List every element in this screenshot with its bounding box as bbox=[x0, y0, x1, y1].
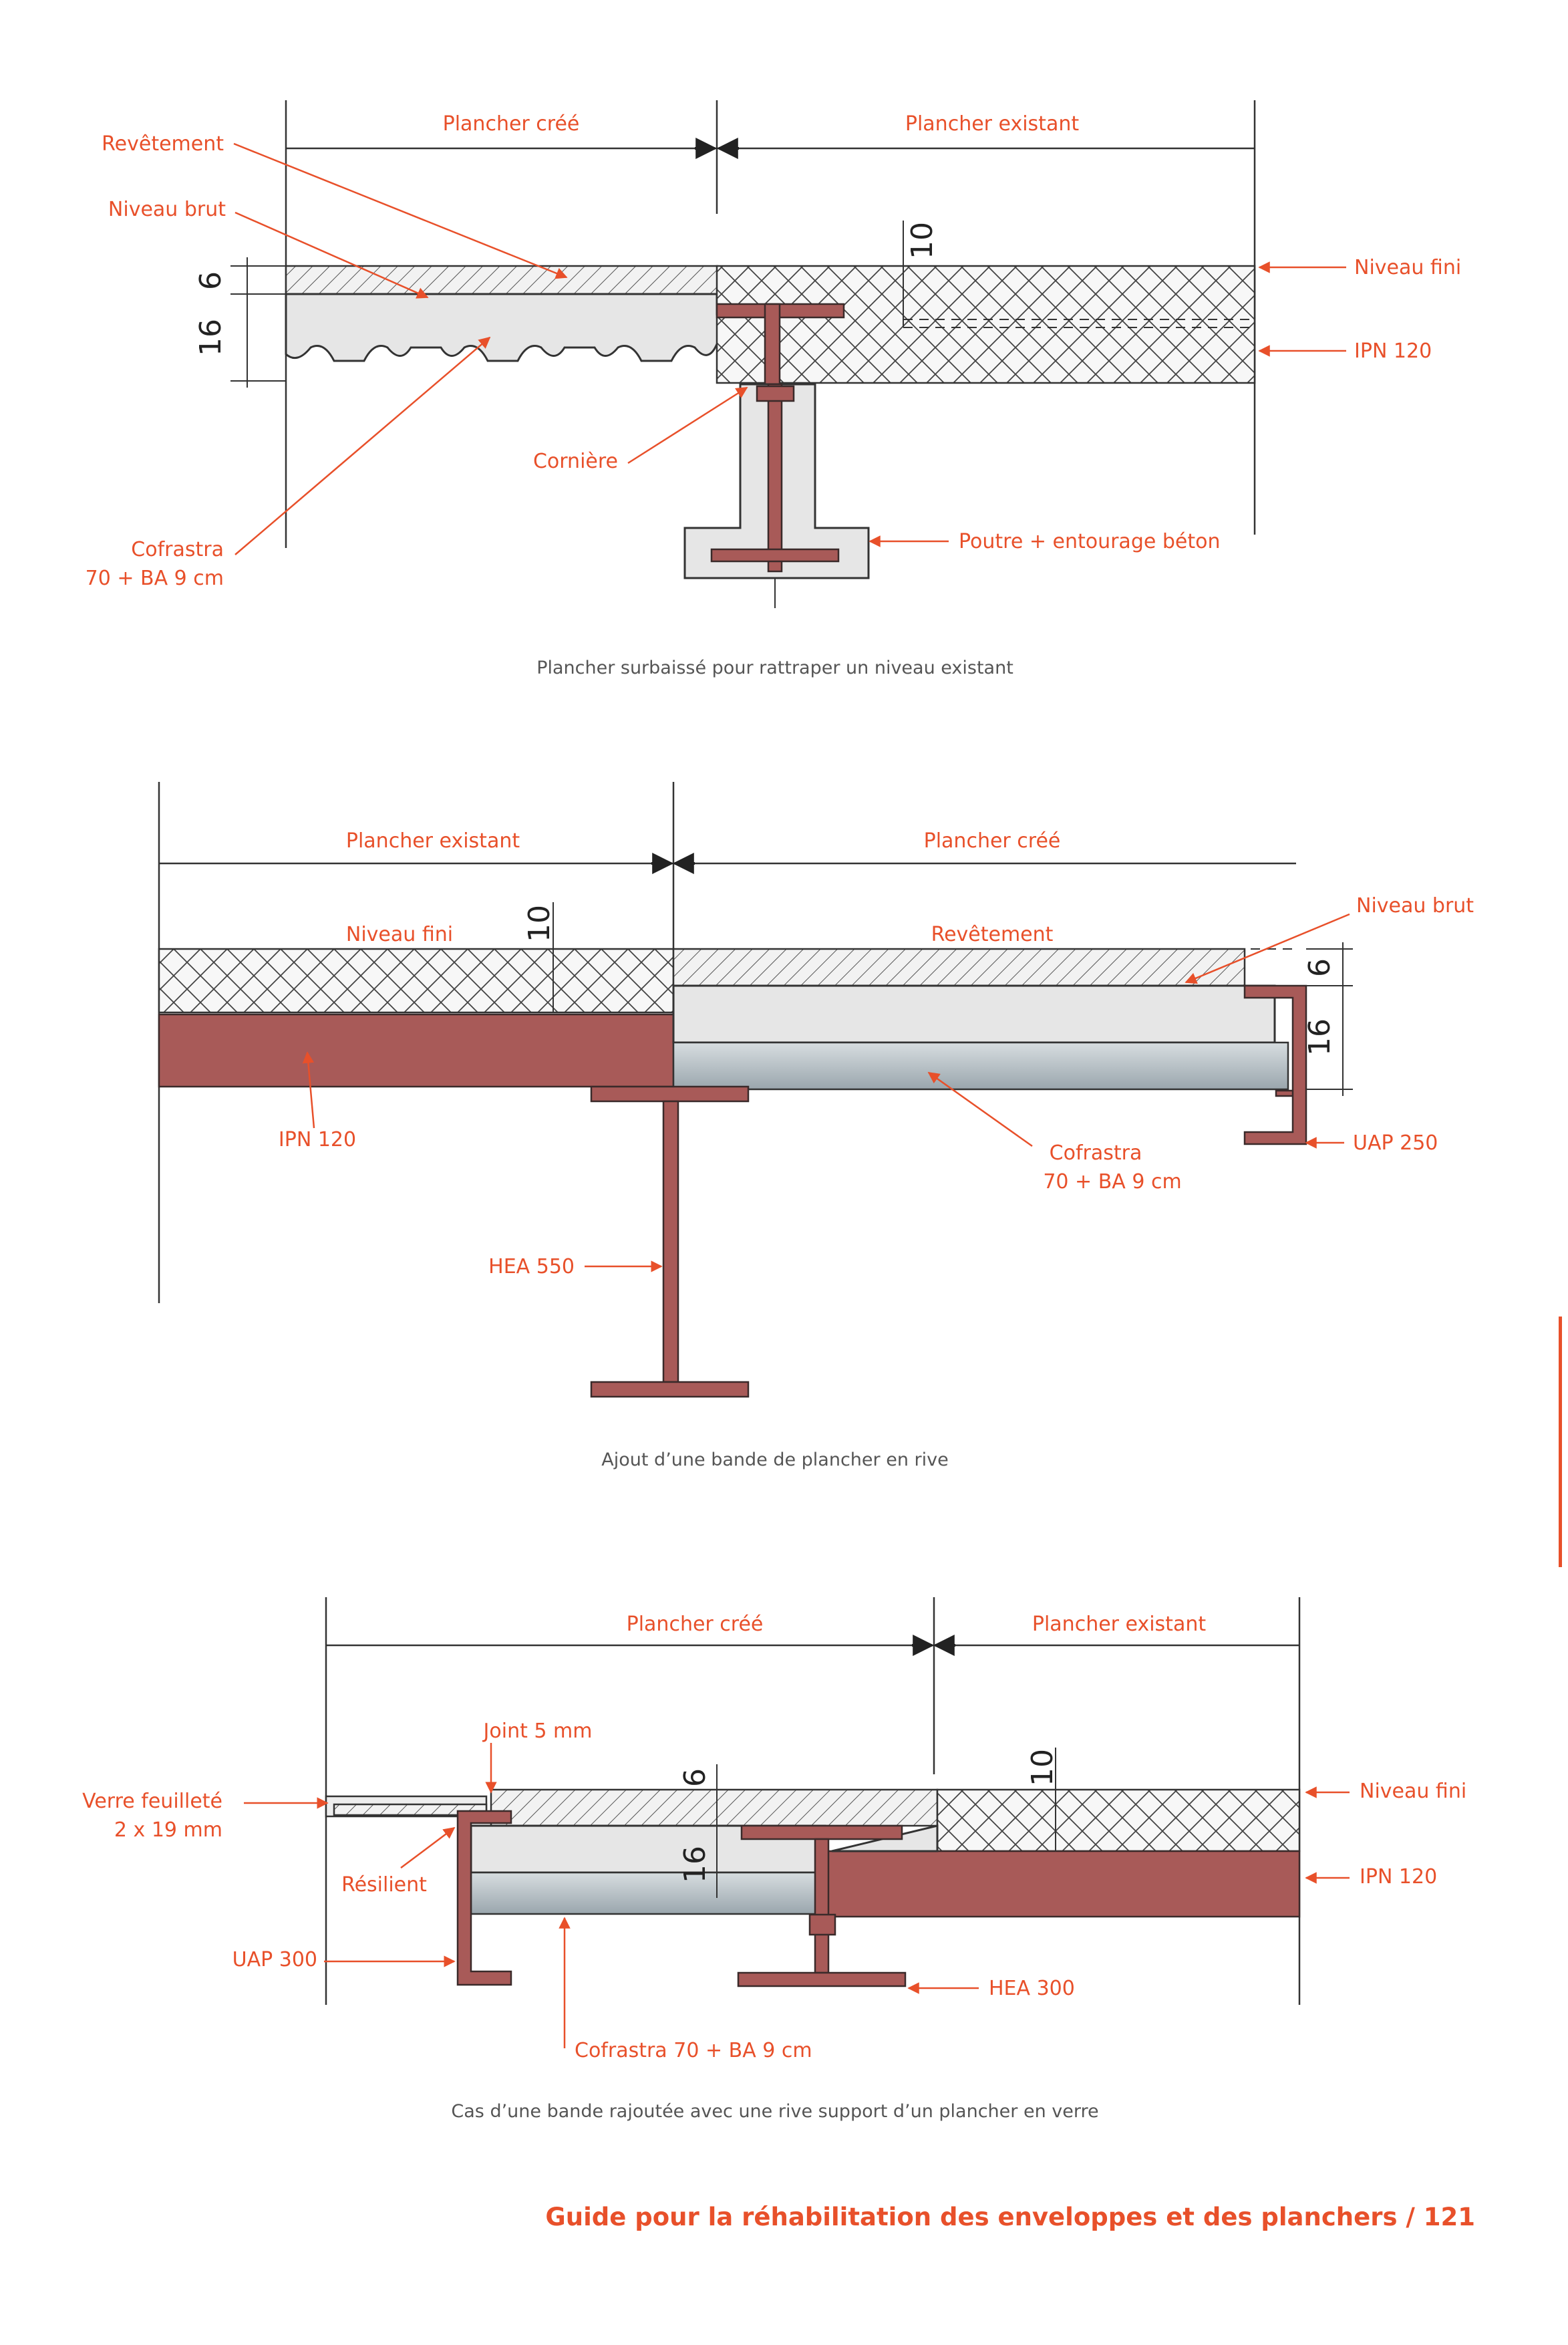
caption-1: Plancher surbaissé pour rattraper un niv… bbox=[536, 658, 1013, 678]
label-ipn-1: IPN 120 bbox=[1354, 339, 1432, 363]
label-poutre-1: Poutre + entourage béton bbox=[959, 530, 1220, 553]
footer-separator: / bbox=[1406, 2203, 1415, 2231]
label-uap-3: UAP 300 bbox=[232, 1948, 317, 1971]
label-left-span-3: Plancher créé bbox=[627, 1613, 764, 1636]
footer-page-number: 121 bbox=[1424, 2203, 1475, 2231]
label-cofrastra-2a: Cofrastra bbox=[1050, 1141, 1142, 1165]
caption-2: Ajout d’une bande de plancher en rive bbox=[601, 1450, 948, 1470]
label-ipn-3: IPN 120 bbox=[1360, 1865, 1437, 1889]
label-right-span-3: Plancher existant bbox=[1032, 1613, 1206, 1636]
label-niveau-fini-1: Niveau fini bbox=[1354, 256, 1461, 279]
label-niveau-fini-3: Niveau fini bbox=[1360, 1780, 1466, 1803]
label-verre-3b: 2 x 19 mm bbox=[114, 1818, 222, 1842]
label-uap-2: UAP 250 bbox=[1353, 1131, 1438, 1155]
label-hea-2: HEA 550 bbox=[488, 1255, 575, 1278]
label-revetement-2: Revêtement bbox=[931, 923, 1054, 946]
dim-16-1: 16 bbox=[194, 319, 228, 356]
label-left-span-2: Plancher existant bbox=[346, 829, 520, 853]
label-resilient-3: Résilient bbox=[341, 1873, 427, 1897]
label-cofrastra-2b: 70 + BA 9 cm bbox=[1043, 1170, 1181, 1194]
concrete-slab-2 bbox=[672, 984, 1276, 1044]
footer-line: Guide pour la réhabilitation des envelop… bbox=[545, 2203, 1475, 2231]
diagram-2: 10 6 16 Plancher existant Plancher créé … bbox=[158, 782, 1474, 1470]
side-tab-marker bbox=[1559, 1317, 1562, 1567]
diagram-3: 6 16 10 Plancher créé Plancher existant … bbox=[82, 1597, 1466, 2122]
cofrastra-3 bbox=[470, 1871, 826, 1915]
hea-550-2 bbox=[590, 1085, 750, 1398]
dim-16-2: 16 bbox=[1303, 1018, 1337, 1056]
label-verre-3a: Verre feuilleté bbox=[82, 1790, 222, 1813]
dim-6-3: 6 bbox=[678, 1768, 712, 1787]
label-niveau-fini-2: Niveau fini bbox=[346, 923, 453, 946]
existing-floor-3 bbox=[936, 1788, 1301, 1852]
caption-3: Cas d’une bande rajoutée avec une rive s… bbox=[451, 2101, 1098, 2122]
label-right-span-1: Plancher existant bbox=[905, 112, 1079, 136]
label-cofrastra-3: Cofrastra 70 + BA 9 cm bbox=[575, 2039, 812, 2062]
revetement-layer-3 bbox=[490, 1788, 939, 1827]
uap-3 bbox=[456, 1810, 512, 1986]
label-niveau-brut-1: Niveau brut bbox=[108, 198, 226, 221]
ipn-band-3 bbox=[824, 1850, 1301, 1918]
ipn-band-2 bbox=[158, 1013, 675, 1088]
existing-floor-1 bbox=[716, 265, 1256, 384]
hea-300-3 bbox=[737, 1824, 907, 1987]
dim-16-3: 16 bbox=[678, 1846, 712, 1883]
label-right-span-2: Plancher créé bbox=[924, 829, 1061, 853]
label-cofrastra-1b: 70 + BA 9 cm bbox=[86, 567, 224, 590]
existing-floor-2 bbox=[158, 948, 675, 1014]
revetement-layer-1 bbox=[285, 265, 719, 295]
revetement-layer-2 bbox=[672, 948, 1246, 987]
label-revetement-1: Revêtement bbox=[102, 132, 224, 156]
label-hea-3: HEA 300 bbox=[989, 1977, 1075, 2000]
label-joint-3: Joint 5 mm bbox=[482, 1719, 593, 1743]
dim-6-2: 6 bbox=[1303, 958, 1337, 977]
footer-title: Guide pour la réhabilitation des envelop… bbox=[545, 2203, 1397, 2231]
label-niveau-brut-2: Niveau brut bbox=[1356, 894, 1474, 918]
label-ipn-2: IPN 120 bbox=[279, 1128, 356, 1151]
dim-10-2: 10 bbox=[522, 905, 557, 942]
cofrastra-2 bbox=[672, 1041, 1289, 1091]
cofrastra-slab-1 bbox=[285, 293, 743, 362]
diagram-1: 6 16 10 Revêtement Niveau brut Plancher … bbox=[86, 100, 1461, 678]
dim-10-3: 10 bbox=[1026, 1749, 1060, 1786]
dim-10-1: 10 bbox=[905, 222, 939, 259]
dim-6-1: 6 bbox=[194, 271, 228, 290]
label-cofrastra-1a: Cofrastra bbox=[131, 538, 224, 561]
label-corniere-1: Cornière bbox=[533, 450, 618, 473]
label-left-span-1: Plancher créé bbox=[443, 112, 580, 136]
